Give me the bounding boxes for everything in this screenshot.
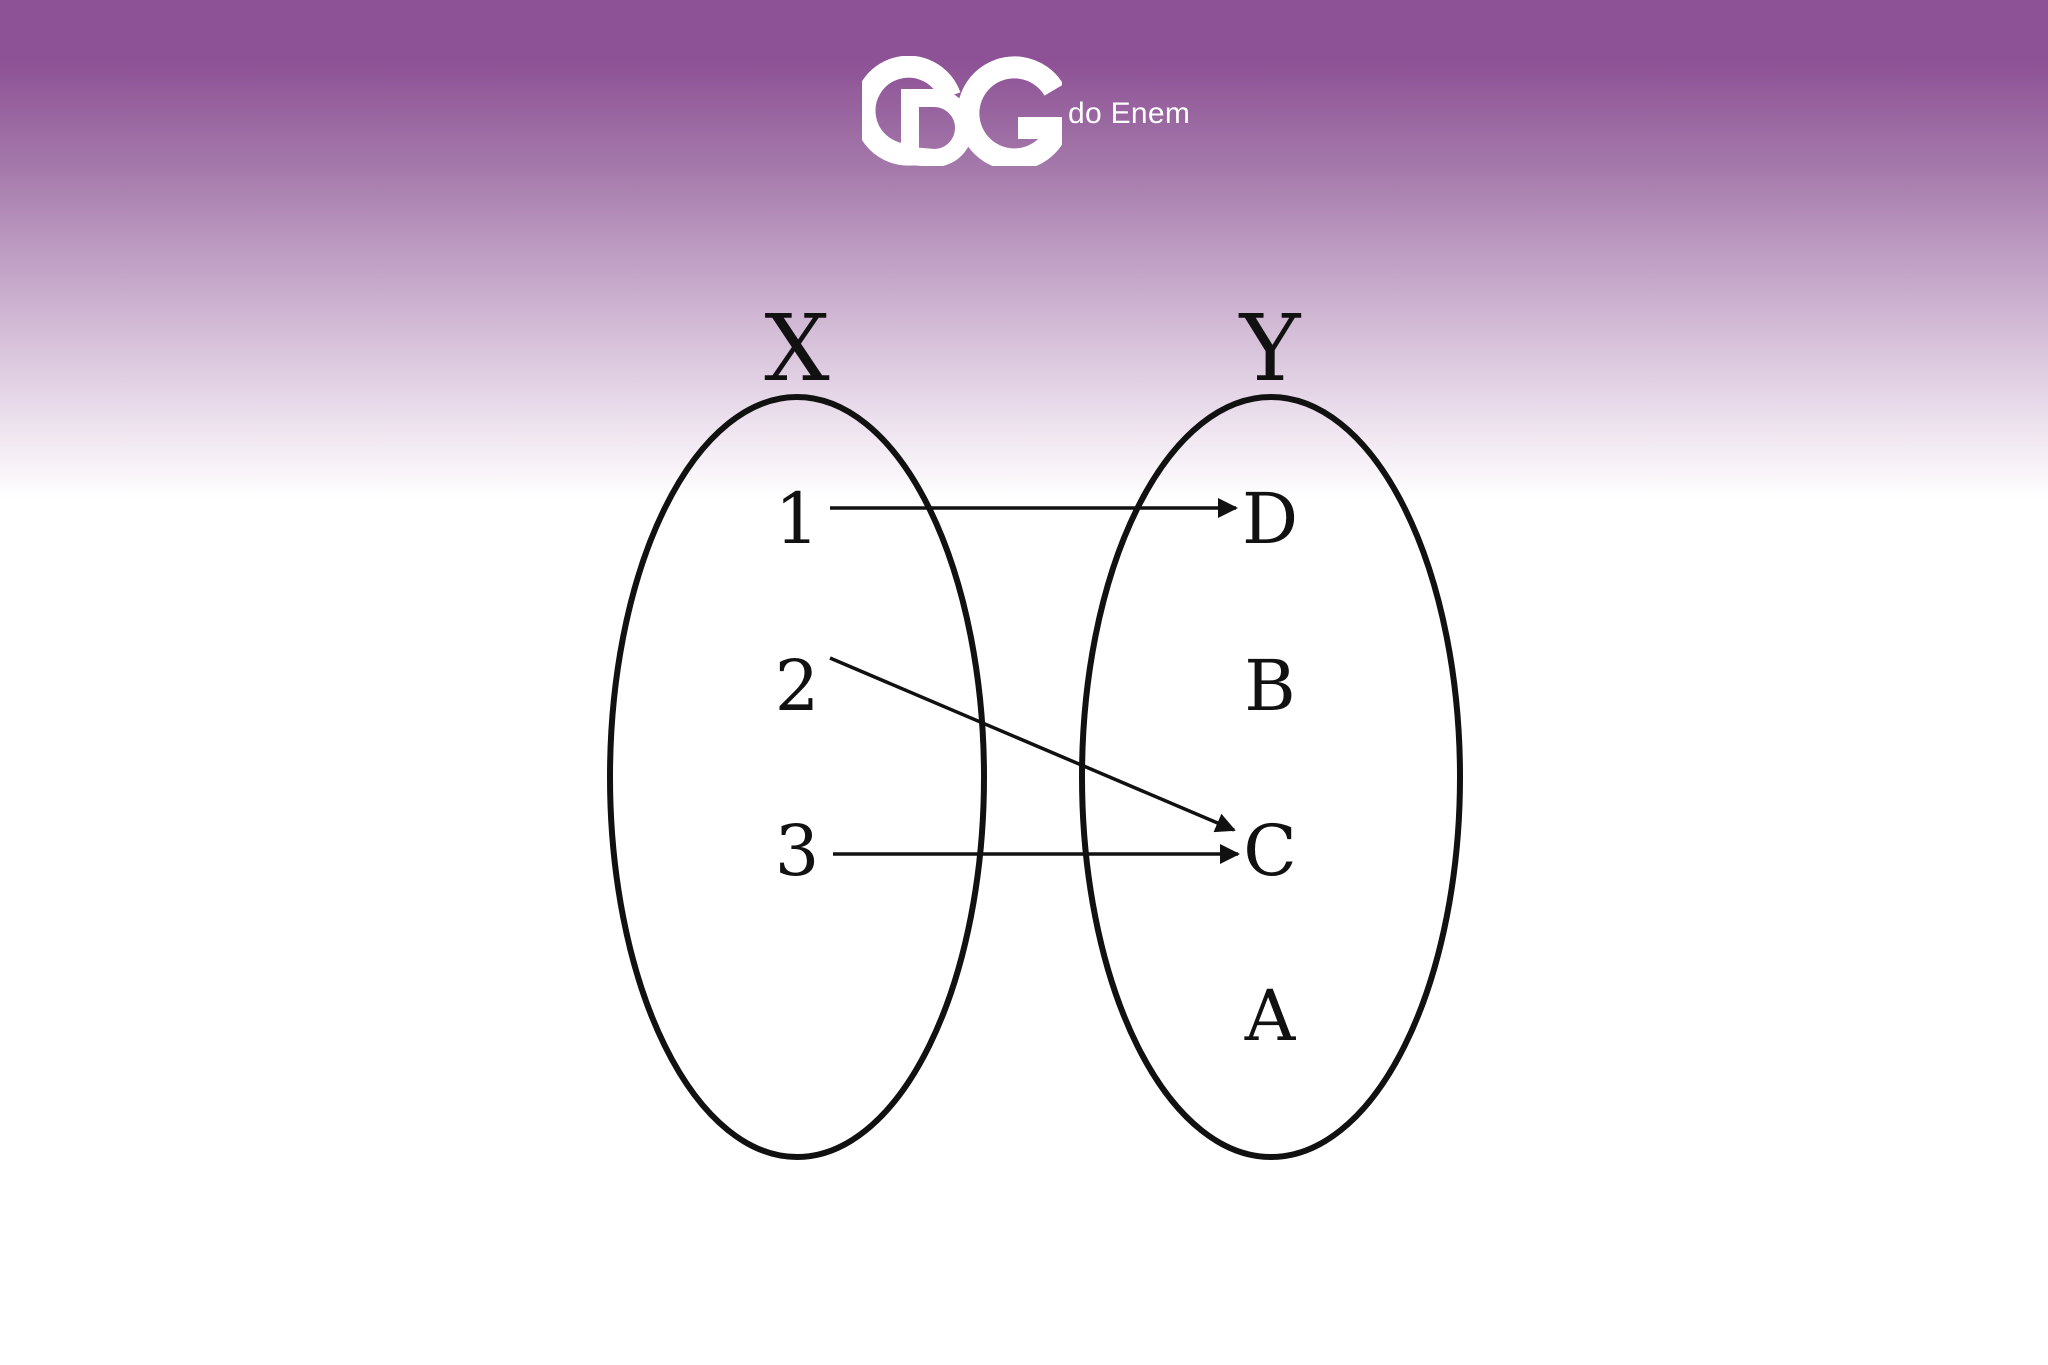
brand-text: do Enem (1068, 97, 1191, 130)
set-x-label: X (764, 295, 830, 402)
brand-logo[interactable]: do Enem (862, 56, 1190, 166)
set-y-element: D (1242, 478, 1298, 560)
set-y-element: A (1244, 975, 1297, 1057)
set-x-ellipse (607, 394, 987, 1160)
mapping-arrow-2-to-C (829, 656, 1236, 833)
set-y-ellipse (1079, 394, 1463, 1160)
qg-logo-icon (862, 56, 1062, 166)
set-x-element: 2 (775, 645, 820, 727)
set-x-element: 3 (775, 810, 820, 892)
set-y-element: B (1244, 645, 1295, 727)
set-y-element: C (1243, 810, 1297, 892)
set-y-label: Y (1238, 295, 1302, 402)
set-x-element: 1 (775, 478, 820, 560)
